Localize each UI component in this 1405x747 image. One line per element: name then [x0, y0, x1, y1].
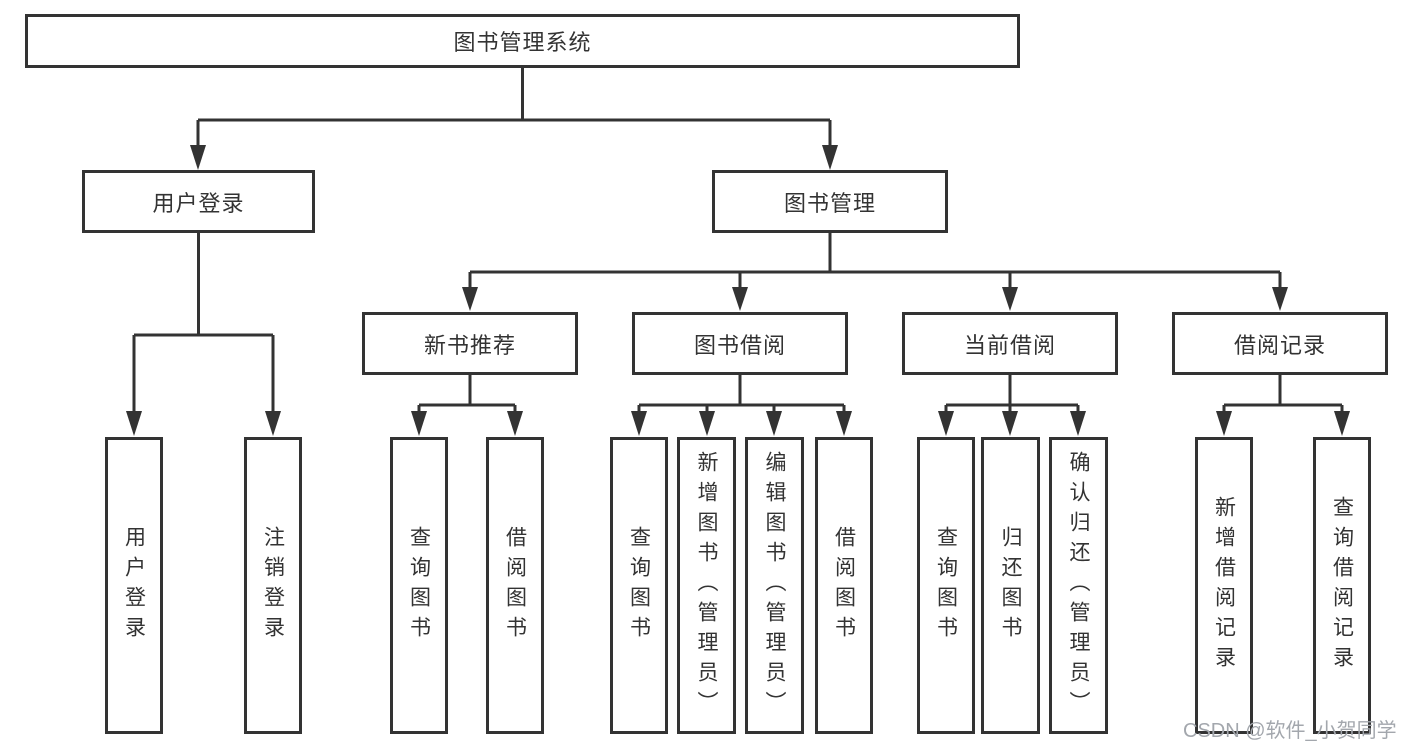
node-new-book-recommend: 新书推荐 — [362, 312, 578, 375]
node-current-borrow: 当前借阅 — [902, 312, 1118, 375]
leaf-label: 借阅图书 — [503, 525, 527, 646]
node-leaf-query-books-recommend: 查询图书 — [390, 437, 448, 734]
node-leaf-add-borrow-record: 新增借阅记录 — [1195, 437, 1253, 734]
node-book-management: 图书管理 — [712, 170, 948, 233]
node-leaf-return-book: 归还图书 — [981, 437, 1040, 734]
node-leaf-user-login: 用户登录 — [105, 437, 163, 734]
leaf-label: 用户登录 — [122, 525, 146, 646]
leaf-label: 确认归还（管理员） — [1067, 450, 1090, 721]
node-leaf-borrow-books: 借阅图书 — [815, 437, 873, 734]
node-leaf-query-books-borrow: 查询图书 — [610, 437, 668, 734]
leaf-label: 注销登录 — [261, 525, 285, 646]
node-borrow-records: 借阅记录 — [1172, 312, 1388, 375]
leaf-label: 查询图书 — [934, 525, 958, 646]
node-leaf-confirm-return-admin: 确认归还（管理员） — [1049, 437, 1108, 734]
node-leaf-edit-book-admin: 编辑图书（管理员） — [745, 437, 804, 734]
node-leaf-borrow-books-recommend: 借阅图书 — [486, 437, 544, 734]
leaf-label: 借阅图书 — [832, 525, 856, 646]
node-user-login: 用户登录 — [82, 170, 315, 233]
leaf-label: 查询图书 — [407, 525, 431, 646]
connectors — [126, 68, 1350, 436]
node-leaf-query-borrow-record: 查询借阅记录 — [1313, 437, 1371, 734]
watermark: CSDN @软件_小贺同学 — [1183, 720, 1397, 742]
node-root: 图书管理系统 — [25, 14, 1020, 68]
leaf-label: 新增借阅记录 — [1212, 495, 1236, 676]
leaf-label: 新增图书（管理员） — [695, 450, 718, 721]
leaf-label: 编辑图书（管理员） — [763, 450, 786, 721]
node-leaf-logout: 注销登录 — [244, 437, 302, 734]
leaf-label: 查询图书 — [627, 525, 651, 646]
node-book-borrow: 图书借阅 — [632, 312, 848, 375]
node-leaf-query-books-current: 查询图书 — [917, 437, 975, 734]
node-leaf-add-book-admin: 新增图书（管理员） — [677, 437, 736, 734]
leaf-label: 查询借阅记录 — [1330, 495, 1354, 676]
leaf-label: 归还图书 — [999, 525, 1022, 646]
